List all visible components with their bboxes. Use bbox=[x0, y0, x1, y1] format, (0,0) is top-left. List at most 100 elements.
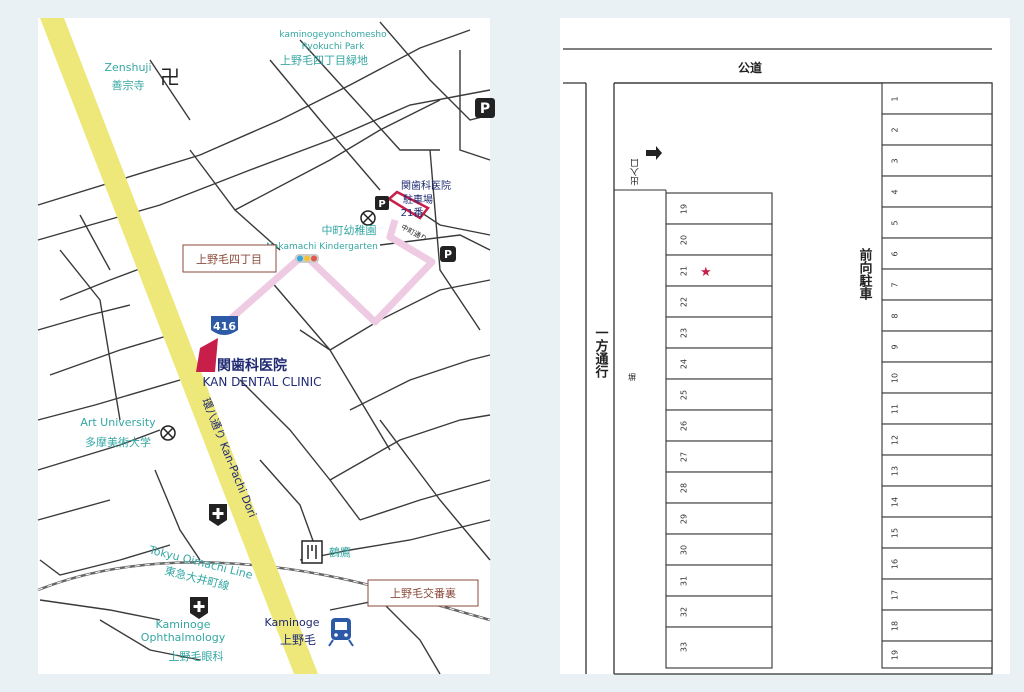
clinic-marker bbox=[196, 338, 218, 372]
parking-slot: 24 bbox=[665, 347, 773, 380]
svg-text:22: 22 bbox=[680, 297, 689, 307]
parking-icon-clinic: P bbox=[375, 196, 389, 210]
svg-text:28: 28 bbox=[680, 483, 689, 493]
parking-slot: 27 bbox=[665, 440, 773, 473]
right-slot-row: 1 2 3 4 5 6 7 8 9 10 11 12 13 14 15 16 1… bbox=[881, 82, 993, 669]
intersection-label-1: 上野毛四丁目 bbox=[196, 253, 262, 266]
parking-slot: 28 bbox=[665, 471, 773, 504]
train-icon bbox=[328, 618, 354, 647]
kindergarten-icon bbox=[360, 210, 376, 226]
svg-text:24: 24 bbox=[680, 359, 689, 369]
svg-text:1: 1 bbox=[891, 96, 900, 101]
restaurant-icon bbox=[301, 540, 323, 564]
route-shield-icon: 416 bbox=[211, 316, 238, 335]
clinic-parking-label-2: 駐車場 bbox=[403, 193, 433, 206]
parking-slot-target: 21★ bbox=[665, 254, 773, 287]
parking-slot: 2 bbox=[881, 113, 993, 146]
parking-slot: 9 bbox=[881, 330, 993, 363]
ophthalmology-label-jp: 上野毛眼科 bbox=[169, 649, 224, 663]
public-road-label: 公道 bbox=[738, 60, 762, 75]
route-number: 416 bbox=[213, 320, 236, 333]
svg-text:21: 21 bbox=[680, 266, 689, 276]
park-label-en2: Ryokuchi Park bbox=[302, 42, 365, 52]
clinic-label-jp: 関歯科医院 bbox=[217, 357, 287, 374]
parking-icon-top: P bbox=[475, 98, 495, 118]
restaurant-label: 鶴鷹 bbox=[329, 545, 351, 559]
kanpachi-road bbox=[40, 18, 318, 674]
parking-slot: 11 bbox=[881, 392, 993, 425]
svg-text:8: 8 bbox=[891, 313, 900, 318]
svg-text:19: 19 bbox=[680, 204, 689, 214]
clinic-parking-label-1: 関歯科医院 bbox=[401, 179, 451, 192]
clinic-parking-number: 21番 bbox=[401, 207, 424, 219]
svg-text:12: 12 bbox=[891, 435, 900, 445]
svg-text:7: 7 bbox=[891, 282, 900, 287]
entrance-arrow-icon bbox=[646, 146, 662, 160]
parking-slot: 15 bbox=[881, 516, 993, 549]
university-icon bbox=[160, 425, 176, 441]
svg-text:18: 18 bbox=[891, 621, 900, 631]
university-label-jp: 多摩美術大学 bbox=[85, 435, 151, 449]
svg-text:20: 20 bbox=[680, 235, 689, 245]
svg-text:16: 16 bbox=[891, 559, 900, 569]
university-label-en: Art University bbox=[80, 416, 156, 429]
left-slot-row: 19 20 21★ 22 23 24 25 26 27 28 29 30 31 … bbox=[665, 192, 773, 669]
parking-slot: 29 bbox=[665, 502, 773, 535]
svg-text:4: 4 bbox=[891, 189, 900, 194]
parking-slot: 32 bbox=[665, 595, 773, 628]
svg-text:6: 6 bbox=[891, 251, 900, 256]
kindergarten-label-en: Nakamachi Kindergarten bbox=[266, 242, 378, 252]
parking-slot: 22 bbox=[665, 285, 773, 318]
svg-text:15: 15 bbox=[891, 528, 900, 538]
parking-slot: 19 bbox=[665, 192, 773, 225]
svg-text:27: 27 bbox=[680, 452, 689, 462]
parking-slot: 30 bbox=[665, 533, 773, 566]
ophthalmology-label-en2: Ophthalmology bbox=[141, 631, 226, 644]
parking-slot: 6 bbox=[881, 237, 993, 270]
svg-text:19: 19 bbox=[891, 650, 900, 660]
parking-slot: 16 bbox=[881, 547, 993, 580]
entrance-label: 出入口 bbox=[631, 159, 642, 187]
temple-icon: 卍 bbox=[160, 65, 180, 89]
svg-text:29: 29 bbox=[680, 514, 689, 524]
svg-text:30: 30 bbox=[680, 545, 689, 555]
svg-text:23: 23 bbox=[680, 328, 689, 338]
street-map: 416 Zenshuji 善宗寺 卍 kaminogeyonchomesho R… bbox=[37, 18, 495, 675]
hospital-icon-top bbox=[209, 504, 227, 526]
svg-text:3: 3 bbox=[891, 158, 900, 163]
svg-text:9: 9 bbox=[891, 344, 900, 349]
hospital-icon-bottom bbox=[190, 597, 208, 619]
one-way-road-label: 一方通行 bbox=[593, 326, 610, 379]
svg-text:17: 17 bbox=[891, 590, 900, 600]
svg-text:33: 33 bbox=[680, 642, 689, 652]
parking-slot: 26 bbox=[665, 409, 773, 442]
parking-slot: 10 bbox=[881, 361, 993, 394]
svg-text:P: P bbox=[480, 101, 490, 117]
intersection-box-1 bbox=[182, 244, 277, 273]
station-label-jp: 上野毛 bbox=[280, 633, 316, 647]
parking-lot-diagram: 公道 一方通行 出入口 塀 前向駐車 19 20 21★ 22 23 24 25… bbox=[560, 18, 1010, 675]
front-parking-label: 前向駐車 bbox=[857, 247, 873, 301]
parking-slot: 13 bbox=[881, 454, 993, 487]
svg-text:25: 25 bbox=[680, 390, 689, 400]
parking-slot: 33 bbox=[665, 626, 773, 669]
svg-text:26: 26 bbox=[680, 421, 689, 431]
parking-slot: 25 bbox=[665, 378, 773, 411]
ophthalmology-label-en1: Kaminoge bbox=[156, 618, 211, 631]
station-label-en: Kaminoge bbox=[265, 616, 320, 629]
parking-slot: 1 bbox=[881, 82, 993, 115]
clinic-parking: P 関歯科医院 駐車場 21番 bbox=[375, 179, 451, 220]
svg-text:32: 32 bbox=[680, 607, 689, 617]
parking-slot: 5 bbox=[881, 206, 993, 239]
parking-slot: 18 bbox=[881, 609, 993, 642]
parking-slot: 20 bbox=[665, 223, 773, 256]
svg-text:10: 10 bbox=[891, 373, 900, 383]
parking-slot: 4 bbox=[881, 175, 993, 208]
clinic-label-en: KAN DENTAL CLINIC bbox=[202, 375, 321, 389]
svg-text:2: 2 bbox=[891, 127, 900, 132]
parking-slot: 7 bbox=[881, 268, 993, 301]
parking-slot: 14 bbox=[881, 485, 993, 518]
temple-label-jp: 善宗寺 bbox=[112, 78, 145, 92]
park-label-jp: 上野毛四丁目緑地 bbox=[280, 53, 368, 67]
